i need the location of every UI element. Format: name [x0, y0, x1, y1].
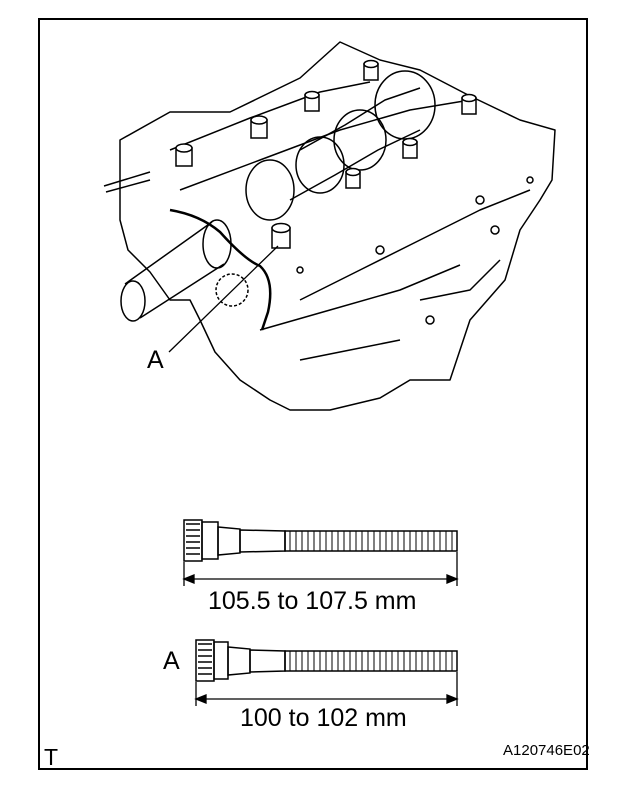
figure-id: A120746E02 — [503, 742, 590, 759]
dimension-line-1 — [182, 552, 459, 586]
cap-bolt-a — [271, 222, 291, 249]
cap-bolt — [250, 115, 268, 139]
callout-label-a: A — [147, 346, 164, 374]
gasket-line — [169, 208, 272, 331]
cap-bolt — [363, 59, 379, 81]
corner-mark: T — [44, 744, 59, 770]
cap-bolt — [175, 143, 193, 167]
cap-bolt — [461, 93, 477, 115]
figure-frame — [38, 18, 588, 770]
timing-gear — [215, 273, 249, 307]
dimension-line-2 — [194, 672, 459, 706]
crank-journal — [295, 136, 345, 194]
crankshaft-snout — [124, 221, 225, 319]
bolt-2-drawing — [195, 639, 458, 682]
crankshaft-web — [289, 87, 421, 201]
callout-a-leader — [168, 245, 279, 353]
crankshaft-snout-end — [120, 280, 146, 322]
cap-bolt — [345, 167, 361, 189]
stud — [103, 171, 151, 193]
bolt-1-drawing — [183, 519, 458, 562]
cap-bolt — [304, 90, 320, 112]
bolt-2-dimension: 100 to 102 mm — [240, 704, 407, 732]
crank-seal — [202, 219, 232, 269]
block-housing-lines — [169, 81, 531, 361]
engine-block-outline — [119, 41, 556, 411]
bolt-2-label: A — [163, 647, 180, 675]
cap-bolt — [402, 137, 418, 159]
bolt-1-dimension: 105.5 to 107.5 mm — [208, 587, 417, 615]
crank-journal — [245, 159, 295, 221]
crank-journal — [333, 109, 387, 171]
